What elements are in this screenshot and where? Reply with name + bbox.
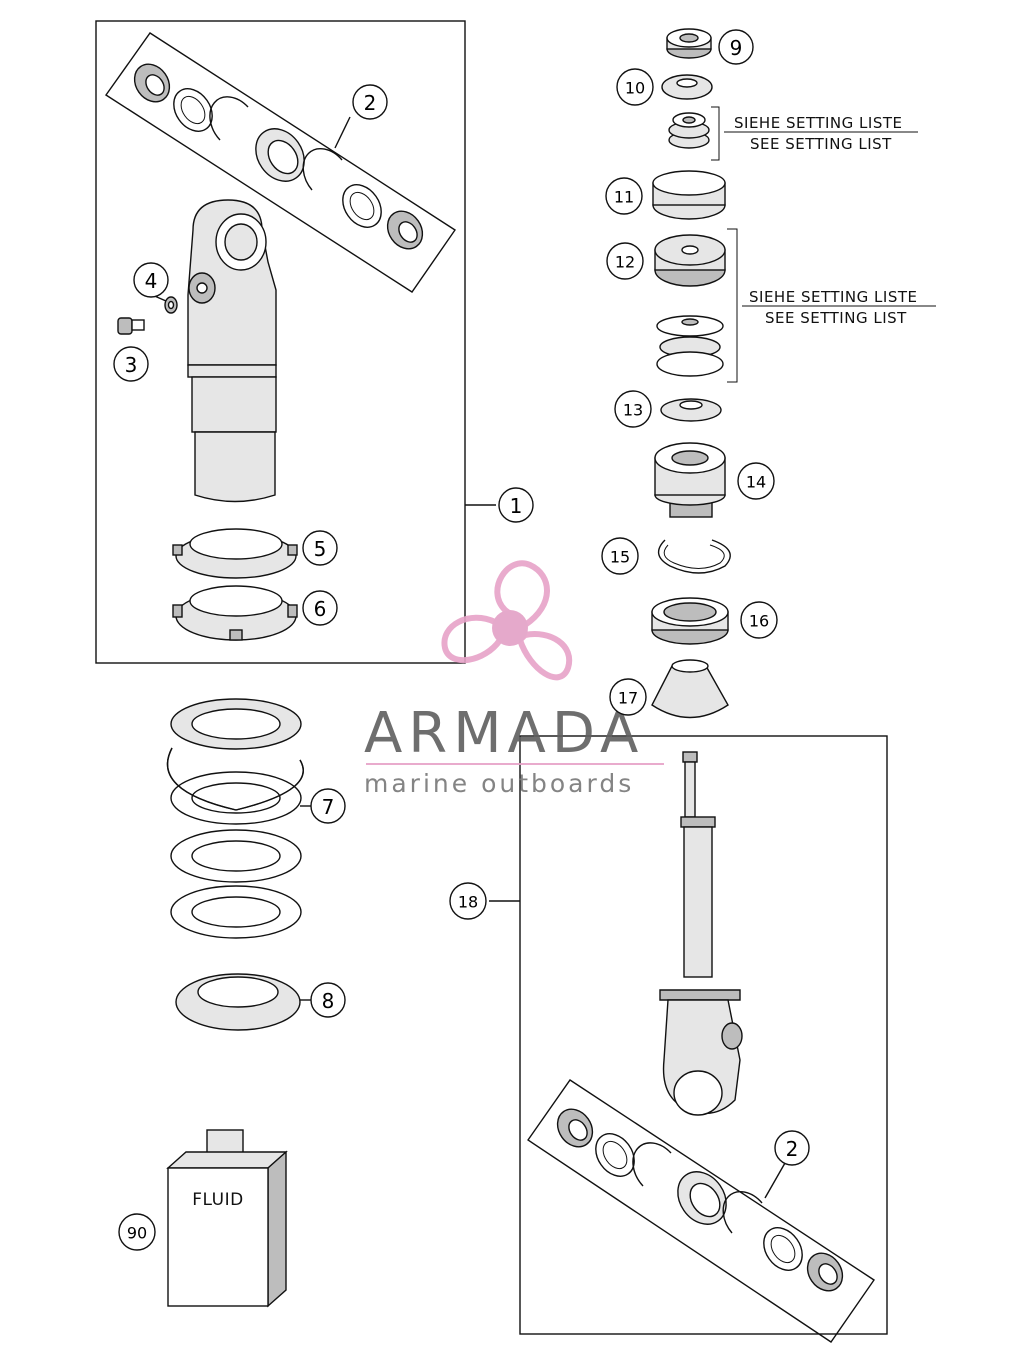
fluid-bottle-90 xyxy=(166,1129,288,1308)
svg-text:18: 18 xyxy=(458,893,478,912)
callout-8: 8 xyxy=(310,982,346,1018)
svg-text:11: 11 xyxy=(614,188,634,207)
spring-part-7 xyxy=(166,698,314,939)
watermark-logo: ARMADA marine outboards xyxy=(364,560,664,798)
setting-note-2-de: SIEHE SETTING LISTE xyxy=(749,288,918,306)
svg-text:15: 15 xyxy=(610,548,630,567)
washer-part-10 xyxy=(661,74,713,100)
shock-assembly-group-frame xyxy=(95,20,496,664)
svg-text:12: 12 xyxy=(615,253,635,272)
seal-head-14 xyxy=(654,442,726,518)
svg-text:9: 9 xyxy=(730,36,743,60)
spring-seat-8 xyxy=(175,973,314,1031)
piston-rod-group-frame xyxy=(489,735,888,1335)
callout-9: 9 xyxy=(718,29,754,65)
callout-18: 18 xyxy=(449,882,487,920)
callout-17: 17 xyxy=(609,678,647,716)
callout-11: 11 xyxy=(605,177,643,215)
callout-10: 10 xyxy=(616,68,654,106)
setting-note-1: SIEHE SETTING LISTE SEE SETTING LIST xyxy=(724,114,918,153)
callout-2-top: 2 xyxy=(352,84,388,120)
lock-ring-6 xyxy=(172,585,298,641)
svg-text:90: 90 xyxy=(127,1224,147,1243)
svg-text:5: 5 xyxy=(314,537,327,561)
propeller-hub xyxy=(492,610,528,646)
svg-text:6: 6 xyxy=(314,597,327,621)
circlip-part-15 xyxy=(657,539,731,574)
svg-text:16: 16 xyxy=(749,612,769,631)
callout-14: 14 xyxy=(737,462,775,500)
svg-text:10: 10 xyxy=(625,79,645,98)
callout-5: 5 xyxy=(302,530,338,566)
setting-note-2-en: SEE SETTING LIST xyxy=(765,309,907,327)
svg-text:4: 4 xyxy=(145,269,158,293)
callout-13: 13 xyxy=(614,390,652,428)
propeller-blade-top xyxy=(494,560,550,629)
shim-stack-top xyxy=(668,106,720,161)
callout-4: 4 xyxy=(133,262,169,298)
watermark-title: ARMADA xyxy=(364,701,644,766)
callout-15: 15 xyxy=(601,537,639,575)
callout-12: 12 xyxy=(606,242,644,280)
bearing-kit-bottom xyxy=(527,1079,875,1343)
callout-16: 16 xyxy=(740,601,778,639)
setting-note-1-en: SEE SETTING LIST xyxy=(750,135,892,153)
svg-text:2: 2 xyxy=(786,1137,799,1161)
nut-part-9 xyxy=(666,28,712,59)
bolt-part-3 xyxy=(117,317,145,335)
piston-rod xyxy=(659,751,743,1116)
bearing-kit-top xyxy=(105,32,456,293)
propeller-blade-left xyxy=(441,614,504,664)
washer-part-13 xyxy=(660,398,722,422)
fluid-label: FLUID xyxy=(192,1190,243,1210)
adjuster-ring-5 xyxy=(172,528,298,579)
washer-part-4 xyxy=(149,293,178,314)
svg-text:14: 14 xyxy=(746,473,766,492)
piston-part-12 xyxy=(654,228,738,383)
callout-1: 1 xyxy=(498,487,534,523)
svg-text:17: 17 xyxy=(618,689,638,708)
seal-part-16 xyxy=(651,597,729,645)
setting-note-2: SIEHE SETTING LISTE SEE SETTING LIST xyxy=(742,288,936,327)
propeller-blade-right xyxy=(516,631,573,681)
callout-90: 90 xyxy=(118,1213,156,1251)
setting-note-1-de: SIEHE SETTING LISTE xyxy=(734,114,903,132)
callout-7: 7 xyxy=(310,788,346,824)
svg-text:3: 3 xyxy=(125,353,138,377)
bump-stop-17 xyxy=(651,659,729,719)
callout-6: 6 xyxy=(302,590,338,626)
shock-body xyxy=(187,199,277,503)
svg-text:13: 13 xyxy=(623,401,643,420)
watermark-subtitle: marine outboards xyxy=(364,769,634,798)
callout-3: 3 xyxy=(113,346,149,382)
bushing-part-11 xyxy=(652,170,726,220)
svg-text:2: 2 xyxy=(364,91,377,115)
callout-2-bottom: 2 xyxy=(774,1130,810,1166)
svg-text:1: 1 xyxy=(510,494,523,518)
svg-text:7: 7 xyxy=(322,795,335,819)
svg-text:8: 8 xyxy=(322,989,335,1013)
